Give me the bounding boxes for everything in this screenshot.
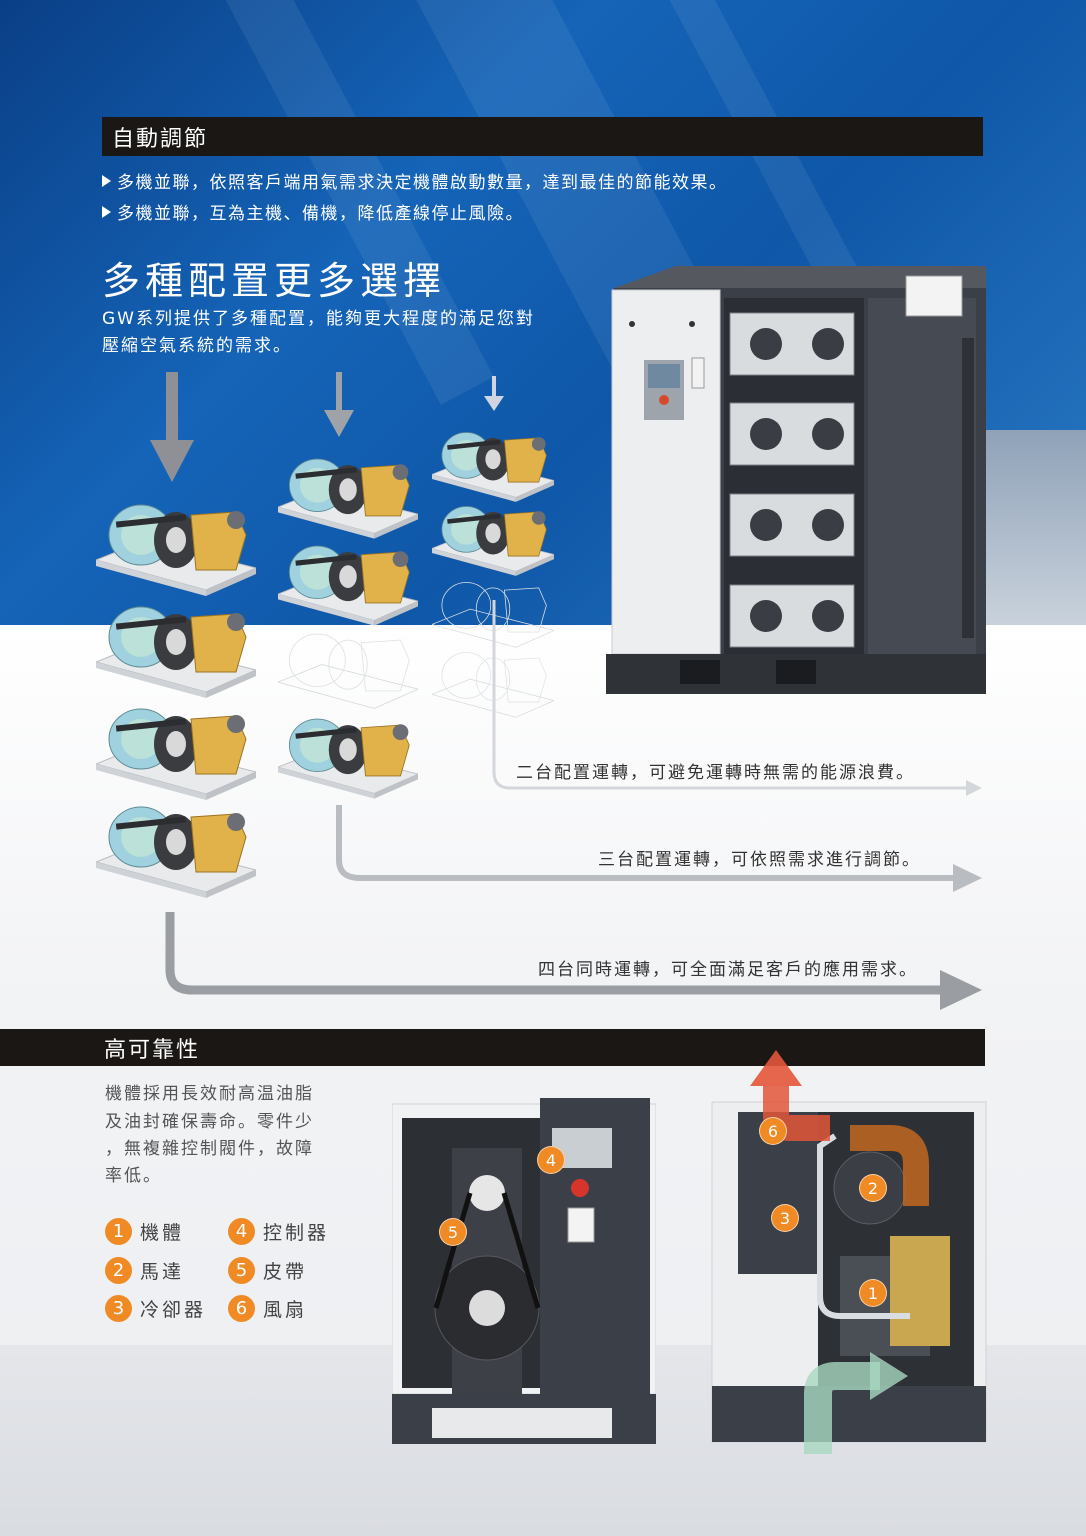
- config-subtitle-line: 壓縮空氣系統的需求。: [102, 336, 292, 356]
- callout-badge: 3: [771, 1204, 799, 1232]
- reliability-desc-line: 率低。: [105, 1166, 162, 1186]
- flow-label-four: 四台同時運轉，可全面滿足客戶的應用需求。: [538, 960, 918, 980]
- config-subtitle-line: GW系列提供了多種配置，能夠更大程度的滿足您對: [102, 309, 535, 329]
- flow-arrows: [165, 600, 982, 1010]
- down-arrow-icon: [484, 376, 504, 411]
- flow-arrow-head: [953, 864, 982, 892]
- flow-label-two: 二台配置運轉，可避免運轉時無需的能源浪費。: [516, 763, 915, 783]
- callout-badge: 6: [759, 1117, 787, 1145]
- triangle-bullet-icon: [102, 175, 111, 187]
- grey-side-panel: [985, 430, 1086, 625]
- section-auto-title: 自動調節: [112, 126, 209, 152]
- flow-arrow-four: [165, 912, 944, 995]
- bullet-item: 多機並聯，依照客戶端用氣需求決定機體啟動數量，達到最佳的節能效果。: [102, 168, 728, 193]
- flow-arrow-head: [940, 970, 982, 1010]
- down-arrow-icon: [150, 372, 194, 482]
- triangle-bullet-icon: [102, 206, 111, 218]
- compressor-cabinet-image: [606, 266, 986, 694]
- reliability-desc-line: 及油封確保壽命。零件少: [105, 1112, 314, 1132]
- flow-arrow-head: [966, 780, 982, 796]
- open-cabinet-right-image: [711, 1050, 987, 1454]
- reliability-desc-line: ，無複雜控制閥件，故障: [105, 1139, 314, 1159]
- bullet-item: 多機並聯，互為主機、備機，降低產線停止風險。: [102, 199, 524, 224]
- section-reliability-title: 高可靠性: [104, 1037, 201, 1063]
- section-auto-header: 自動調節: [102, 117, 983, 156]
- open-cabinet-left-image: [392, 1098, 656, 1444]
- callout-badge: 4: [537, 1146, 565, 1174]
- flow-arrow-two: [492, 600, 968, 790]
- flow-arrow-three: [336, 805, 955, 881]
- callout-badge: 2: [859, 1174, 887, 1202]
- config-title: 多種配置更多選擇: [102, 259, 447, 303]
- down-arrow-icon: [324, 372, 354, 437]
- flow-label-three: 三台配置運轉，可依照需求進行調節。: [598, 850, 921, 870]
- section-reliability-header: 高可靠性: [0, 1029, 985, 1066]
- reliability-desc-line: 機體採用長效耐高温油脂: [105, 1084, 314, 1104]
- callout-badge: 5: [439, 1218, 467, 1246]
- callout-badge: 1: [859, 1279, 887, 1307]
